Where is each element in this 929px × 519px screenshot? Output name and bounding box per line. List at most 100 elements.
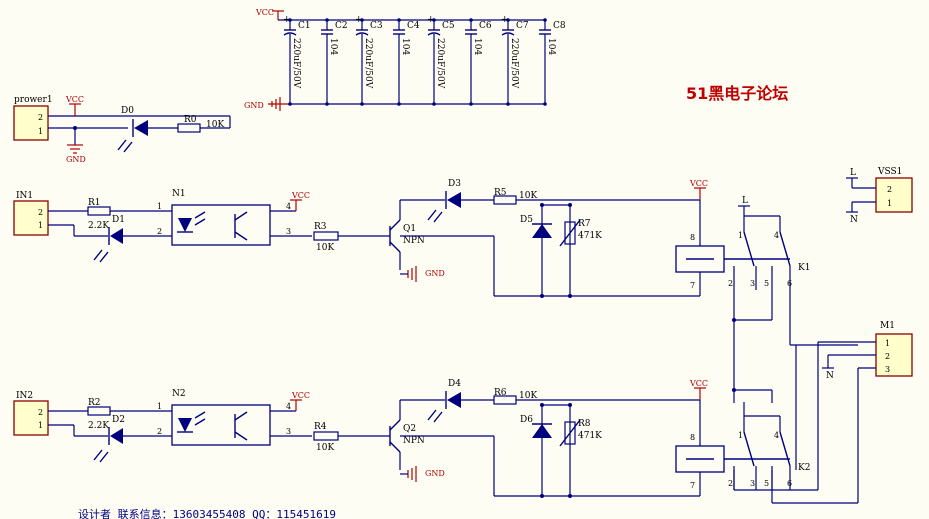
input-connector-label: IN1: [16, 191, 33, 201]
label: 2: [157, 227, 162, 236]
label: 2: [38, 408, 43, 417]
label: 4: [774, 431, 779, 440]
label: 3: [750, 479, 755, 488]
svg-text:1: 1: [38, 127, 43, 136]
label: 1: [738, 431, 743, 440]
svg-text:+: +: [501, 15, 509, 25]
led-resistor-label: R6: [494, 388, 507, 398]
cap-value: 220uF/50V: [435, 38, 445, 89]
transistor-type: NPN: [403, 236, 425, 246]
gnd-label: GND: [425, 269, 445, 278]
svg-text:1: 1: [887, 199, 892, 208]
vcc-label: VCC: [255, 8, 274, 17]
power-conn-label: prower1: [14, 95, 53, 105]
brand-title: 51黑电子论坛: [686, 84, 788, 103]
label: 8: [690, 433, 695, 442]
label: 2: [728, 279, 733, 288]
label: 2: [157, 427, 162, 436]
cap-ref: C2: [335, 21, 348, 31]
vcc-label: VCC: [291, 191, 310, 200]
label: 2: [728, 479, 733, 488]
label: 1: [738, 231, 743, 240]
cap-ref: C3: [370, 21, 383, 31]
flyback-diode-label: D6: [520, 415, 533, 425]
led-resistor-value: 10K: [519, 191, 537, 201]
svg-text:+: +: [283, 15, 291, 25]
cap-value: 220uF/50V: [291, 38, 301, 89]
label: 1: [157, 202, 162, 211]
input-resistor-value: 2.2K: [88, 221, 109, 231]
svg-text:+: +: [355, 15, 363, 25]
svg-text:10K: 10K: [206, 120, 224, 130]
cap-value: 104: [472, 38, 482, 55]
svg-text:VSS1: VSS1: [877, 167, 902, 177]
indicator-led-label: D1: [112, 215, 125, 225]
label: 3: [286, 427, 291, 436]
led-d0-label: D0: [121, 106, 134, 116]
relay-interconnect: [732, 290, 858, 504]
vss-connector: VSS1 2 1 L N: [846, 167, 913, 225]
cap-value: 220uF/50V: [509, 38, 519, 89]
input-resistor-value: 2.2K: [88, 421, 109, 431]
optocoupler-label: N2: [172, 389, 186, 399]
label: 1: [38, 221, 43, 230]
base-resistor-label: R4: [314, 422, 327, 432]
cap-ref: C1: [298, 21, 311, 31]
svg-text:GND: GND: [66, 155, 86, 164]
label: 7: [690, 481, 695, 490]
cap-value: 104: [328, 38, 338, 55]
svg-text:M1: M1: [880, 321, 895, 331]
r0-label: R0: [184, 115, 197, 125]
svg-text:N: N: [826, 371, 834, 381]
gnd-label: GND: [425, 469, 445, 478]
led-resistor-value: 10K: [519, 391, 537, 401]
capacitor-c2: C2 104: [321, 18, 348, 106]
base-resistor-value: 10K: [316, 443, 334, 453]
cap-ref: C8: [553, 21, 566, 31]
cap-ref: C6: [479, 21, 492, 31]
vcc-label: VCC: [689, 379, 708, 388]
capacitor-c6: C6 104: [465, 18, 492, 106]
vcc-label: VCC: [689, 179, 708, 188]
cap-value: 220uF/50V: [363, 38, 373, 89]
relay-label: K2: [798, 463, 810, 473]
status-led-label: D4: [448, 379, 461, 389]
led-resistor-label: R5: [494, 188, 507, 198]
cap-value: 104: [400, 38, 410, 55]
optocoupler-label: N1: [172, 189, 186, 199]
svg-text:L: L: [850, 168, 856, 178]
base-resistor-value: 10K: [316, 243, 334, 253]
indicator-led-label: D2: [112, 415, 125, 425]
varistor-label: R7: [578, 219, 591, 229]
capacitor-c3: + C3 220uF/50V: [355, 15, 383, 106]
label: 4: [286, 202, 291, 211]
label: 6: [787, 279, 792, 288]
label: 2: [38, 208, 43, 217]
input-resistor-label: R1: [88, 198, 101, 208]
svg-text:1: 1: [885, 339, 890, 348]
svg-text:2: 2: [38, 113, 43, 122]
varistor-label: R8: [578, 419, 591, 429]
label: 4: [286, 402, 291, 411]
svg-text:2: 2: [885, 352, 890, 361]
line-label: L: [742, 196, 748, 206]
base-resistor-label: R3: [314, 222, 327, 232]
label: 5: [764, 279, 769, 288]
transistor-label: Q1: [403, 224, 416, 234]
label: 1: [38, 421, 43, 430]
label: 8: [690, 233, 695, 242]
gnd-label: GND: [244, 101, 264, 110]
input-resistor-label: R2: [88, 398, 101, 408]
label: 7: [690, 281, 695, 290]
flyback-diode-label: D5: [520, 215, 533, 225]
label: 3: [286, 227, 291, 236]
transistor-label: Q2: [403, 424, 416, 434]
svg-text:VCC: VCC: [65, 95, 84, 104]
label: 4: [774, 231, 779, 240]
